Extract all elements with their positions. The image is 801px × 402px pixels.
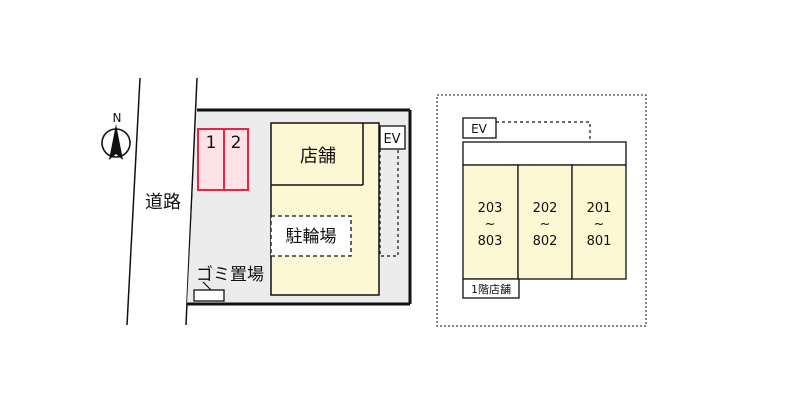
garbage-area: ゴミ置場	[193, 264, 264, 302]
unit-202-sep: ~	[540, 217, 551, 232]
ground-floor-shop-box	[462, 278, 520, 299]
elevator-box	[379, 125, 406, 150]
compass-north-label: N	[113, 111, 122, 125]
unit-202-first: 202	[533, 201, 558, 216]
floor-elevator-label: EV	[471, 122, 488, 136]
unit-203	[462, 164, 519, 280]
parking-space-2-label: 2	[231, 133, 242, 153]
road-label: 道路	[145, 192, 181, 213]
road: 道路	[126, 77, 198, 326]
unit-201-last: 801	[587, 234, 612, 249]
elevator-label: EV	[383, 132, 400, 147]
unit-202-last: 802	[533, 234, 558, 249]
building: 店舗 駐輪場 EV	[270, 122, 406, 296]
floor-plan-boundary	[436, 94, 647, 327]
parking-space-1	[197, 128, 225, 191]
garbage-label: ゴミ置場	[196, 264, 264, 285]
units-row: 203 ~ 803 202 ~ 802 201 ~ 801	[462, 164, 627, 280]
elevator-walkway	[379, 149, 399, 257]
site-plan: N 道路 1 2 店舗 駐輪場 EV	[101, 77, 412, 326]
floor-elevator-box	[462, 117, 497, 139]
unit-201	[571, 164, 627, 280]
building-footprint	[270, 122, 380, 296]
parking-area: 1 2	[197, 128, 249, 191]
unit-201-sep: ~	[594, 217, 605, 232]
garbage-box	[193, 289, 225, 302]
corridor	[462, 141, 627, 166]
unit-203-last: 803	[478, 234, 503, 249]
floor-elevator-hall	[496, 121, 591, 142]
ground-floor-shop-label: 1階店舗	[471, 282, 511, 296]
unit-203-sep: ~	[485, 217, 496, 232]
compass: N	[101, 111, 131, 160]
shop-label: 店舗	[300, 146, 336, 167]
parking-space-1-label: 1	[206, 133, 217, 153]
unit-201-first: 201	[587, 201, 612, 216]
road-edge-right	[185, 77, 198, 326]
unit-202	[517, 164, 573, 280]
unit-203-first: 203	[478, 201, 503, 216]
parking-space-2	[223, 128, 249, 191]
bicycle-parking-label: 駐輪場	[286, 227, 337, 247]
floor-plan: EV 203 ~ 803 202 ~ 802 201 ~ 801 1階店舗	[436, 94, 647, 327]
road-edge-left	[126, 77, 141, 326]
compass-needle-icon	[109, 124, 123, 160]
bicycle-parking-area	[270, 215, 352, 257]
